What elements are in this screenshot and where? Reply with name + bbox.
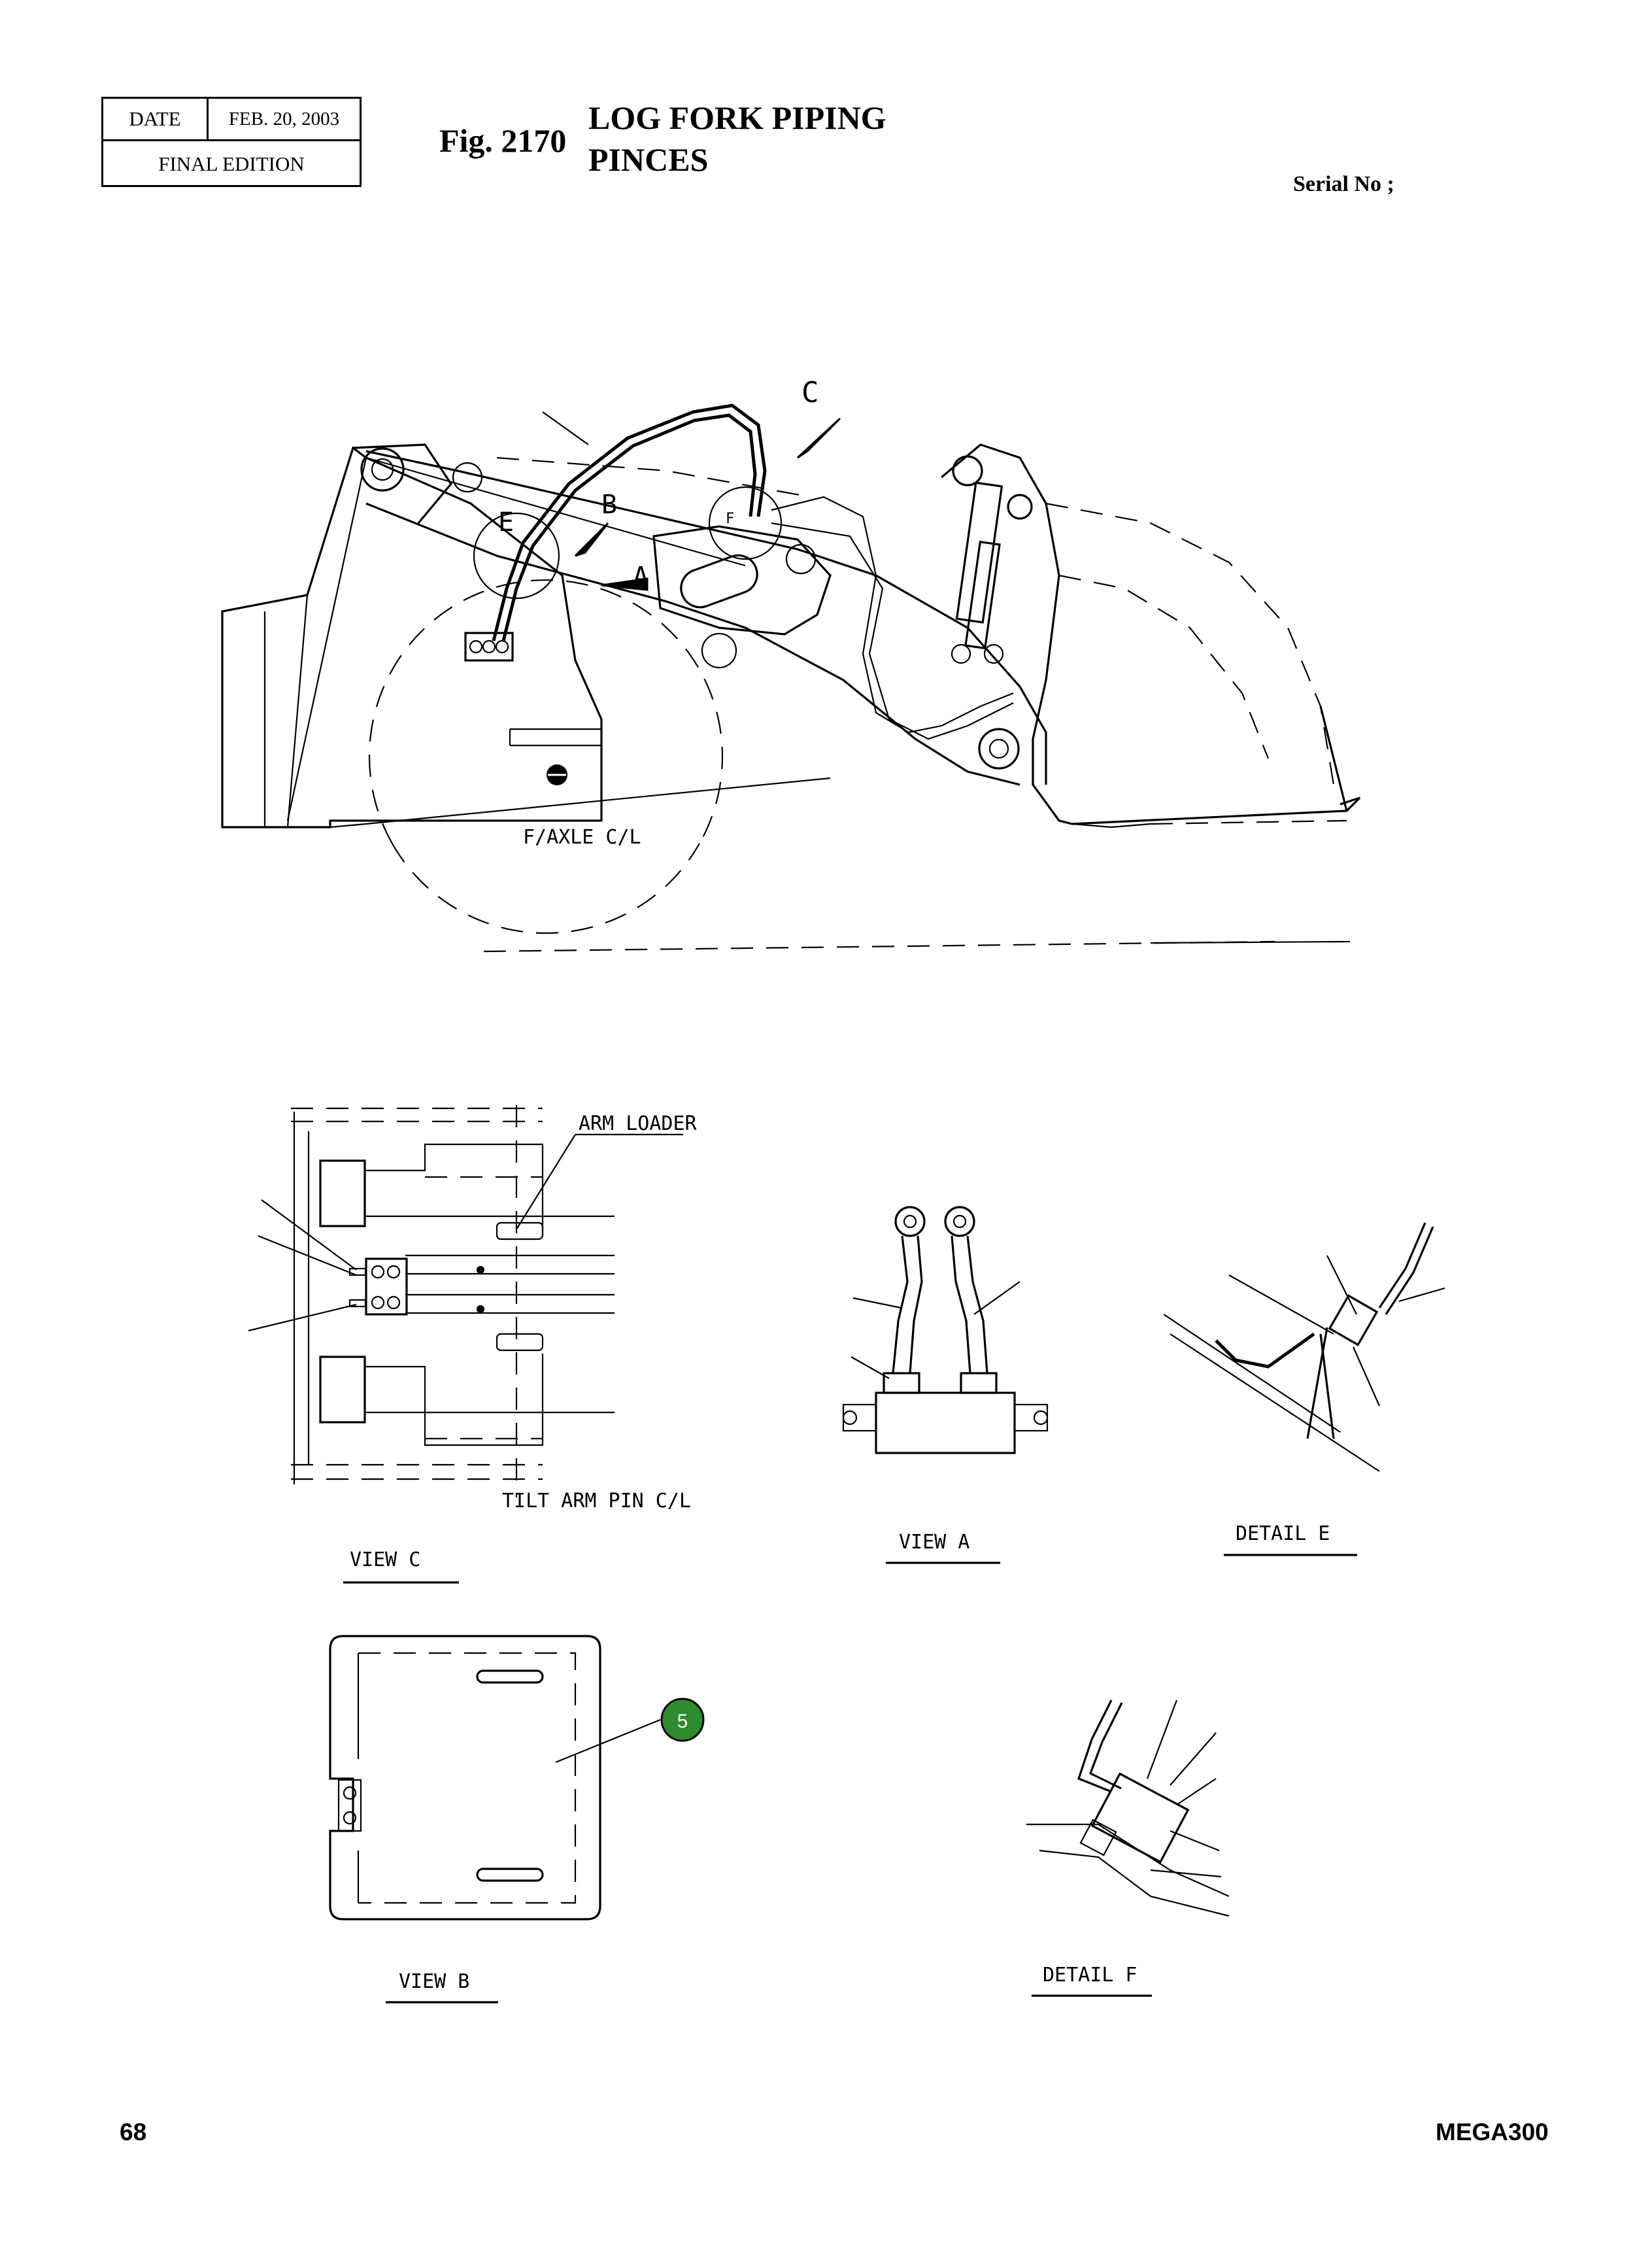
view-a-caption: VIEW A (899, 1531, 969, 1554)
ground-line (483, 940, 1275, 953)
view-b-caption: VIEW B (399, 1970, 469, 1993)
figure-title: LOG FORK PIPING PINCES (588, 97, 886, 180)
callout-5[interactable]: 5 (660, 1698, 705, 1742)
view-c-caption: VIEW C (350, 1548, 420, 1571)
ground-line-solid (1150, 940, 1351, 944)
main-side-view: C B A E F F/AXLE C/L (221, 376, 1361, 953)
header-box: DATE FEB. 20, 2003 FINAL EDITION (101, 97, 362, 187)
view-arrow-b (574, 522, 609, 557)
loader-frame (221, 446, 831, 828)
lift-arm (365, 450, 1047, 786)
view-arrow-a (601, 577, 649, 591)
label-f: F (726, 511, 734, 527)
label-c: C (801, 376, 819, 409)
detail-e: DETAIL E (1163, 1222, 1445, 1556)
detail-f-caption: DETAIL F (1043, 1964, 1138, 1987)
detail-f-circle (708, 486, 783, 560)
arm-loader-label: ARM LOADER (579, 1112, 698, 1135)
fork-bucket (940, 443, 1361, 828)
edition-label: FINAL EDITION (158, 152, 305, 175)
view-arrow-c (796, 417, 841, 459)
view-b: 5 VIEW B (329, 1635, 705, 2004)
hose-block (464, 632, 514, 662)
page-number: 68 (120, 2119, 147, 2145)
tilt-arm-label: TILT ARM PIN C/L (502, 1490, 691, 1512)
label-b: B (601, 490, 617, 520)
axle-hub (547, 764, 567, 785)
date-value: FEB. 20, 2003 (228, 108, 340, 129)
detail-e-caption: DETAIL E (1236, 1522, 1330, 1545)
figure-number: Fig. 2170 (439, 122, 567, 159)
view-a: VIEW A (842, 1206, 1049, 1564)
label-e: E (498, 507, 514, 538)
axle-label: F/AXLE C/L (523, 826, 641, 849)
hydraulic-hose (492, 403, 1014, 740)
figure-title-line1: LOG FORK PIPING (588, 99, 886, 136)
serial-label: Serial No ; (1293, 172, 1394, 196)
view-c: ARM LOADER TILT ARM PIN C/L VIEW C (248, 1105, 698, 1584)
label-a: A (633, 562, 649, 592)
figure-title-line2: PINCES (588, 141, 709, 178)
tilt-link (652, 525, 832, 669)
front-wheel (368, 579, 724, 934)
date-label: DATE (103, 99, 209, 139)
header-row-date: DATE FEB. 20, 2003 (103, 99, 360, 141)
detail-f: DETAIL F (1026, 1699, 1230, 1997)
arm-pivot (352, 443, 483, 524)
model-code: MEGA300 (1436, 2119, 1549, 2145)
detail-e-circle (473, 512, 560, 600)
callout-5-label: 5 (677, 1711, 688, 1732)
